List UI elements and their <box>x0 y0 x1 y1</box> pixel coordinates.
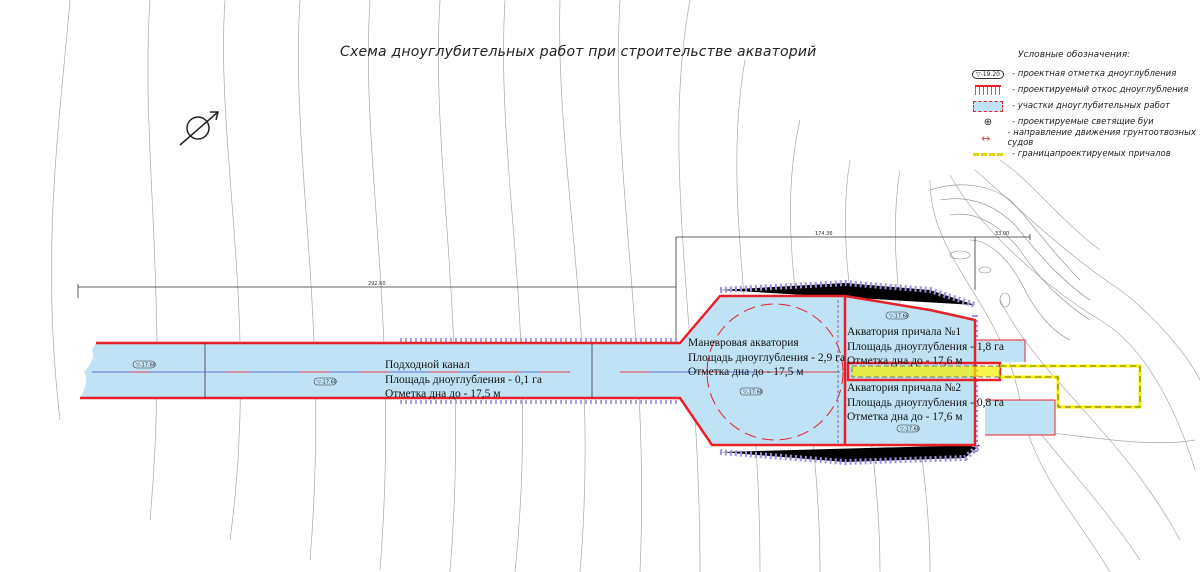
legend-item-depth-mark: ▽-19.20 - проектная отметка дноуглублени… <box>968 66 1200 82</box>
label-berth-2: Акватория причала №2 Площадь дноуглублен… <box>847 382 1004 423</box>
turning-area <box>680 296 845 445</box>
svg-text:▽-17.60: ▽-17.60 <box>136 363 156 369</box>
label-channel: Подходной канал Площадь дноуглубления - … <box>385 359 542 400</box>
dimension-channel-length: 292.60 <box>368 281 386 287</box>
berth-boundary-icon <box>973 152 1003 156</box>
small-berth-areas <box>975 340 1055 435</box>
label-turning-area: Маневровая акватория Площадь дноуглублен… <box>688 337 845 378</box>
legend: Условные обозначения: ▽-19.20 - проектна… <box>968 50 1200 162</box>
buoy-icon: ⊕ <box>983 116 993 128</box>
svg-text:▽-17.60: ▽-17.60 <box>900 427 920 433</box>
slope-hatch-icon <box>975 85 1001 95</box>
dimension-berth-length: 33.00 <box>995 231 1009 237</box>
berth-boundary <box>851 364 1142 409</box>
dimension-lines <box>77 234 1031 342</box>
small-area-outline <box>975 339 1056 436</box>
legend-item-dredging-area: - участки дноуглубительных работ <box>968 98 1200 114</box>
svg-text:▽-17.60: ▽-17.60 <box>889 314 909 320</box>
dredging-areas <box>80 296 1055 445</box>
turning-circle <box>706 303 844 441</box>
area-boundaries <box>80 294 1002 447</box>
legend-item-berth-boundary: - границапроектируемых причалов <box>968 146 1200 162</box>
drawing-title: Схема дноуглубительных работ при строите… <box>340 44 817 60</box>
label-berth-1: Акватория причала №1 Площадь дноуглублен… <box>847 326 1004 367</box>
legend-item-slope: - проектируемый откос дноуглубления <box>968 82 1200 98</box>
direction-arrow-icon: ↔ <box>981 131 991 145</box>
dredging-area-icon <box>973 100 1003 112</box>
legend-item-buoy: ⊕ - проектируемые светящие буи <box>983 116 1154 128</box>
depth-mark-icon: ▽-19.20 <box>972 69 1004 79</box>
dimension-turning-length: 174.36 <box>815 231 833 237</box>
depth-marks: ▽-17.60 ▽-17.60 ▽-17.60 ▽-17.60 ▽-17.60 <box>132 311 920 433</box>
legend-heading: Условные обозначения: <box>1018 50 1131 60</box>
coast-relief <box>929 184 1091 341</box>
svg-text:▽-17.60: ▽-17.60 <box>317 380 337 386</box>
north-arrow-icon <box>179 111 219 146</box>
svg-text:▽-17.60: ▽-17.60 <box>743 390 763 396</box>
legend-item-direction: ↔ - направление движения грунтоотвозных … <box>981 128 1196 148</box>
channel-area <box>80 343 680 398</box>
